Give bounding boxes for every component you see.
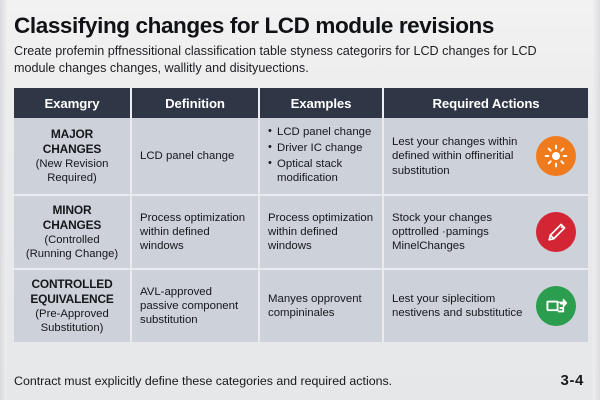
required-actions-text: Lest your siplecitiom nestivens and subs… xyxy=(392,292,523,320)
category-title: MINOR CHANGES xyxy=(42,203,102,233)
cell-definition: Process optimization within defined wind… xyxy=(131,195,260,271)
cell-examples: Process optimization within defined wind… xyxy=(259,195,384,271)
column-header-category: Examgry xyxy=(14,88,132,119)
column-header-definition: Definition xyxy=(131,88,260,119)
list-item: Optical stack modification xyxy=(268,157,374,186)
page-title: Classifying changes for LCD module revis… xyxy=(14,13,495,38)
classification-table: Examgry Definition Examples Required Act… xyxy=(14,88,588,343)
category-title: CONTROLLED EQUIVALENCE xyxy=(30,277,114,307)
category-subtitle: (Controlled (Running Change) xyxy=(25,234,119,261)
table-row: MAJOR CHANGES (New Revision Required) LC… xyxy=(14,118,588,197)
left-edge-strip xyxy=(0,0,7,400)
page-number: 3-4 xyxy=(560,372,584,389)
footer-note: Contract must explicitly define these ca… xyxy=(14,374,393,388)
cell-required-actions: Lest your changes within defined within … xyxy=(383,118,588,197)
swap-icon xyxy=(536,286,576,327)
cell-examples: Manyes opprovent compininales xyxy=(259,269,384,343)
table-row: MINOR CHANGES (Controlled (Running Chang… xyxy=(14,195,588,271)
cell-category: MINOR CHANGES (Controlled (Running Chang… xyxy=(14,195,132,271)
pencil-icon xyxy=(536,212,576,253)
cell-definition: AVL-approved passive component substitut… xyxy=(131,269,260,343)
cell-category: MAJOR CHANGES (New Revision Required) xyxy=(14,118,132,197)
table-row: CONTROLLED EQUIVALENCE (Pre-Approved Sub… xyxy=(14,269,588,343)
examples-bullet-list: LCD panel change Driver IC change Optica… xyxy=(268,125,374,185)
category-title: MAJOR CHANGES xyxy=(42,127,102,157)
category-subtitle: (New Revision Required) xyxy=(35,158,109,185)
slide-footer: Contract must explicitly define these ca… xyxy=(14,372,586,389)
required-actions-text: Stock your changes opttrolled ·pamings M… xyxy=(392,211,493,253)
table-body: MAJOR CHANGES (New Revision Required) LC… xyxy=(14,118,588,343)
table-header-row: Examgry Definition Examples Required Act… xyxy=(14,88,588,119)
list-item: Driver IC change xyxy=(268,141,374,155)
cell-required-actions: Lest your siplecitiom nestivens and subs… xyxy=(383,269,588,343)
required-actions-text: Lest your changes within defined within … xyxy=(392,135,518,177)
column-header-examples: Examples xyxy=(259,88,384,119)
category-subtitle: (Pre-Approved Substitution) xyxy=(35,308,109,335)
sun-icon xyxy=(536,136,576,177)
cell-category: CONTROLLED EQUIVALENCE (Pre-Approved Sub… xyxy=(14,269,132,343)
cell-definition: LCD panel change xyxy=(131,118,260,197)
right-edge-strip xyxy=(593,0,600,400)
cell-required-actions: Stock your changes opttrolled ·pamings M… xyxy=(383,195,588,271)
page-subtitle: Create profemin pffnessitional classific… xyxy=(14,43,537,75)
list-item: LCD panel change xyxy=(268,125,374,139)
column-header-required-actions: Required Actions xyxy=(383,88,588,119)
table-header: Examgry Definition Examples Required Act… xyxy=(14,88,588,119)
cell-examples: LCD panel change Driver IC change Optica… xyxy=(259,118,384,197)
